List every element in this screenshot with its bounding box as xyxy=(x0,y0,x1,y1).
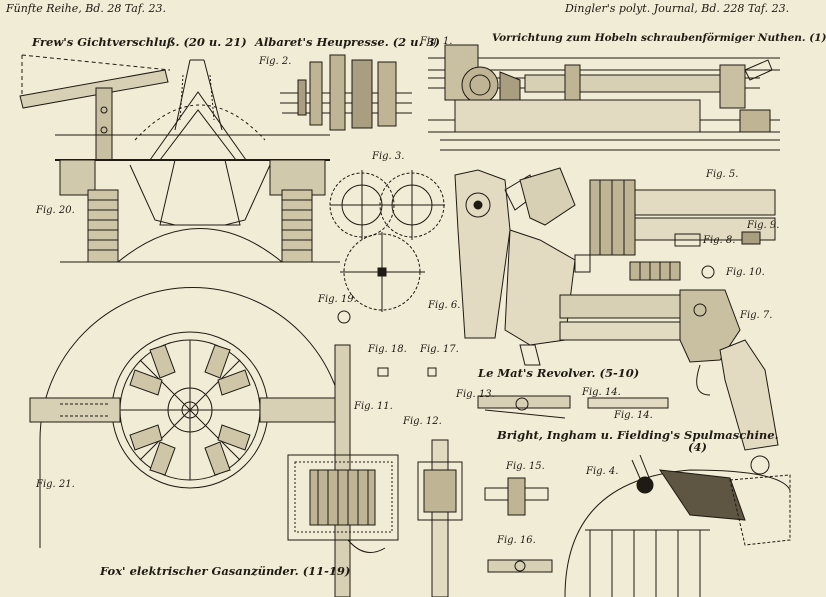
title-bright-number: (4) xyxy=(688,440,707,454)
fig3-gear-circles-drawing xyxy=(329,170,445,312)
title-frews-gichtverschluss: Frew's Gichtverschluß. (20 u. 21) xyxy=(32,35,247,49)
title-albarets-heupresse: Albaret's Heupresse. (2 u. 3) xyxy=(255,35,440,49)
figure-label-2: Fig. 2. xyxy=(259,56,292,67)
figure-label-15: Fig. 15. xyxy=(506,461,545,472)
figure-label-13: Fig. 13. xyxy=(456,389,495,400)
figure-label-16: Fig. 16. xyxy=(497,535,536,546)
title-bright-spulmaschine: Bright, Ingham u. Fielding's Spulmaschin… xyxy=(497,428,779,442)
figure-label-19: Fig. 19. xyxy=(318,294,357,305)
title-fox-gasanzuender: Fox' elektrischer Gasanzünder. (11-19) xyxy=(100,564,351,578)
figure-label-10: Fig. 10. xyxy=(726,267,765,278)
figure-label-17: Fig. 17. xyxy=(420,344,459,355)
figure-label-20: Fig. 20. xyxy=(36,205,75,216)
figure-label-18: Fig. 18. xyxy=(368,344,407,355)
engraving-plate: Fünfte Reihe, Bd. 28 Taf. 23. Dingler's … xyxy=(6,2,826,597)
title-vorrichtung-hobeln: Vorrichtung zum Hobeln schraubenförmiger… xyxy=(492,32,826,44)
plate-drawing xyxy=(19,44,791,597)
fig2-hay-press-drawing xyxy=(280,54,412,131)
figure-label-8: Fig. 8. xyxy=(703,235,736,246)
fig11-12-gas-igniter-drawing xyxy=(287,310,463,597)
fig7-revolver-side-drawing xyxy=(559,289,779,475)
fig5-revolver-barrel-drawing xyxy=(574,179,776,273)
figure-label-21: Fig. 21. xyxy=(36,479,75,490)
figure-label-11: Fig. 11. xyxy=(354,401,393,412)
fig8-10-small-parts-drawing xyxy=(629,231,761,281)
figure-label-6: Fig. 6. xyxy=(428,300,461,311)
figure-label-12: Fig. 12. xyxy=(403,416,442,427)
figure-label-1: Fig. 1. xyxy=(420,36,453,47)
figure-label-7: Fig. 7. xyxy=(740,310,773,321)
fig1-planing-device-drawing xyxy=(428,44,780,151)
fig6-revolver-frame-drawing xyxy=(454,167,576,366)
fig21-furnace-plan-drawing xyxy=(29,287,346,548)
figure-label-9: Fig. 9. xyxy=(747,220,780,231)
plate-header-right: Dingler's polyt. Journal, Bd. 228 Taf. 2… xyxy=(565,2,790,15)
figure-label-3: Fig. 3. xyxy=(372,151,405,162)
figure-label-14-top: Fig. 14. xyxy=(582,387,621,398)
figure-label-5: Fig. 5. xyxy=(706,169,739,180)
figure-label-14-bottom: Fig. 14. xyxy=(614,410,653,421)
fig20-furnace-top-drawing xyxy=(19,54,340,263)
fig13-16-spool-parts-drawing xyxy=(477,395,669,573)
plate-header-left: Fünfte Reihe, Bd. 28 Taf. 23. xyxy=(6,2,167,15)
figure-label-4: Fig. 4. xyxy=(586,466,619,477)
fig4-spool-machine-drawing xyxy=(564,454,791,597)
title-le-mats-revolver: Le Mat's Revolver. (5-10) xyxy=(478,366,640,380)
